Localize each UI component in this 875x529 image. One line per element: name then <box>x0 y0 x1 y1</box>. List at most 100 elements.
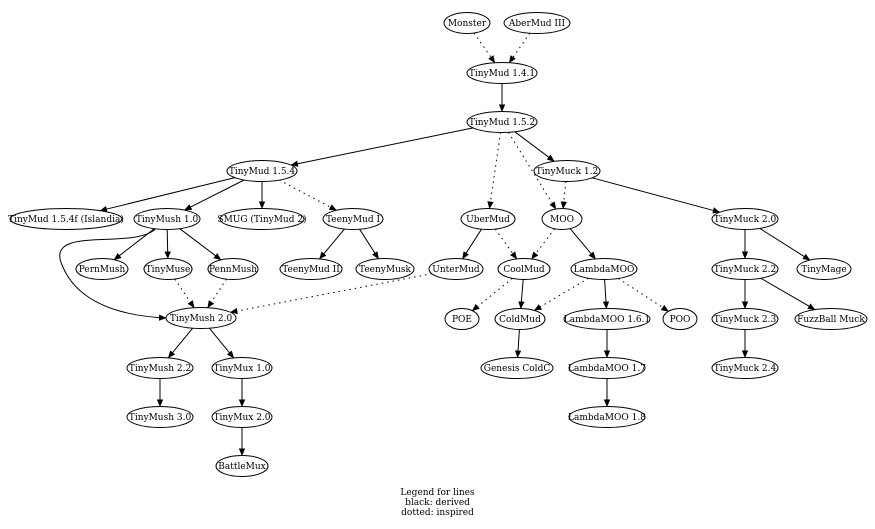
node-ellipse <box>497 258 551 280</box>
node-ellipse <box>9 208 123 230</box>
node-ellipse <box>711 308 779 330</box>
legend-solid-line: black: derived <box>405 498 470 508</box>
node-label: TinyMud 1.4.1 <box>469 69 535 79</box>
edge-untermud-to-tinymush20 <box>230 273 432 315</box>
node-ellipse <box>75 258 129 280</box>
node-label: TinyMuck 2.2 <box>714 265 776 275</box>
node-tinymud141: TinyMud 1.4.1 <box>466 62 538 84</box>
edge-tinymuck20-to-tinymage <box>759 227 811 261</box>
node-ellipse <box>355 258 415 280</box>
node-label: TinyMud 1.5.4f (Islandia) <box>8 214 124 225</box>
node-pennmush: PennMush <box>207 258 259 280</box>
node-label: TinyMuck 2.3 <box>714 315 777 325</box>
node-tinymush22: TinyMush 2.2 <box>126 357 194 379</box>
node-label: TeenyMusk <box>359 265 411 275</box>
node-label: PennMush <box>209 265 257 275</box>
node-teenymud1: TeenyMud I <box>322 208 384 230</box>
node-teenymusk: TeenyMusk <box>355 258 415 280</box>
node-ellipse <box>568 357 646 379</box>
node-teenymud2: TeenyMud II <box>279 258 343 280</box>
node-lambdamoo17: LambdaMOO 1.7 <box>568 357 646 379</box>
node-coldmud: ColdMud <box>494 308 546 330</box>
node-ellipse <box>215 455 269 477</box>
node-tinymuse: TinyMuse <box>143 258 193 280</box>
node-ellipse <box>533 160 601 182</box>
edge-moo-to-lambdamoo <box>569 228 596 260</box>
node-label: AberMud III <box>508 19 566 29</box>
node-label: POE <box>452 315 472 325</box>
node-ubermud: UberMud <box>460 208 516 230</box>
edge-monster-to-tinymud141 <box>473 32 496 64</box>
edge-pennmush-to-tinymush20 <box>207 278 227 309</box>
edge-tinymud152-to-tinymud154 <box>290 127 474 167</box>
node-poe: POE <box>444 308 480 330</box>
node-label: LambdaMOO 1.7 <box>568 364 646 374</box>
edge-tinymuck22-to-fuzzball <box>760 277 816 311</box>
node-ellipse <box>796 258 852 280</box>
edge-lambdamoo-to-coldmud <box>533 277 589 311</box>
node-lambdamoo161: LambdaMOO 1.6.1 <box>563 308 651 330</box>
edge-lambdamoo-to-poo <box>618 278 669 312</box>
node-label: Monster <box>448 19 487 29</box>
edge-coolmud-to-poe <box>471 278 513 312</box>
node-tinymuck23: TinyMuck 2.3 <box>711 308 779 330</box>
node-ellipse <box>662 308 698 330</box>
node-genesiscoldc: Genesis ColdC <box>480 357 554 379</box>
node-label: TinyMush 1.0 <box>136 215 199 225</box>
node-ellipse <box>541 208 583 230</box>
node-ellipse <box>126 406 194 428</box>
edge-coolmud-to-coldmud <box>518 279 525 309</box>
node-untermud: UnterMud <box>428 258 484 280</box>
node-label: TeenyMud I <box>326 215 380 225</box>
node-tinymuck12: TinyMuck 1.2 <box>533 160 601 182</box>
edge-teenymud1-to-teenymud2 <box>319 228 345 260</box>
node-label: Genesis ColdC <box>484 364 551 374</box>
node-fuzzball: FuzzBall Muck <box>794 308 868 330</box>
node-label: TinyMuse <box>146 265 191 275</box>
node-ellipse <box>711 357 779 379</box>
node-ellipse <box>133 208 201 230</box>
node-tinymud154f: TinyMud 1.5.4f (Islandia) <box>8 208 124 230</box>
node-label: SMUG (TinyMud 2) <box>217 214 306 225</box>
edge-tinymush10-to-pennmush <box>179 228 222 261</box>
edge-tinymuck12-to-moo <box>560 181 568 209</box>
node-ellipse <box>460 208 516 230</box>
node-label: MOO <box>550 215 574 225</box>
node-ellipse <box>794 308 868 330</box>
edge-ubermud-to-untermud <box>462 228 482 260</box>
node-label: ColdMud <box>499 315 541 325</box>
edge-lambdamoo-to-lambdamoo161 <box>602 279 610 309</box>
node-battlemux: BattleMux <box>215 455 269 477</box>
node-tinymuck24: TinyMuck 2.4 <box>711 357 779 379</box>
node-ellipse <box>279 258 343 280</box>
edge-tinymush20-to-tinymush22 <box>167 327 193 359</box>
edge-layer <box>59 32 816 456</box>
node-ellipse <box>443 12 491 34</box>
node-label: BattleMux <box>218 462 266 472</box>
legend: Legend for lines black: derived dotted: … <box>0 488 875 518</box>
node-ellipse <box>570 258 638 280</box>
node-ellipse <box>563 308 651 330</box>
node-label: TinyMux 2.0 <box>213 413 270 423</box>
node-tinymuck22: TinyMuck 2.2 <box>711 258 779 280</box>
node-label: LambdaMOO 1.8 <box>568 413 646 423</box>
node-label: TinyMud 1.5.4 <box>229 167 296 177</box>
node-ellipse <box>226 160 298 182</box>
node-label: TeenyMud II <box>282 265 340 275</box>
node-label: TinyMuck 2.0 <box>714 215 777 225</box>
node-label: TinyMux 1.0 <box>213 364 270 374</box>
node-label: TinyMush 2.2 <box>129 364 191 374</box>
node-ellipse <box>711 258 779 280</box>
node-label: TinyMage <box>801 265 846 275</box>
node-tinymud152: TinyMud 1.5.2 <box>466 111 538 133</box>
node-label: UberMud <box>466 215 510 225</box>
node-lambdamoo: LambdaMOO <box>570 258 638 280</box>
node-label: LambdaMOO <box>574 265 635 275</box>
legend-dotted-line: dotted: inspired <box>401 508 474 518</box>
legend-title: Legend for lines <box>400 488 475 498</box>
node-label: TinyMud 1.5.2 <box>469 118 535 128</box>
edge-tinymuse-to-tinymush20 <box>174 278 195 309</box>
node-ellipse <box>428 258 484 280</box>
node-label: CoolMud <box>503 265 545 275</box>
